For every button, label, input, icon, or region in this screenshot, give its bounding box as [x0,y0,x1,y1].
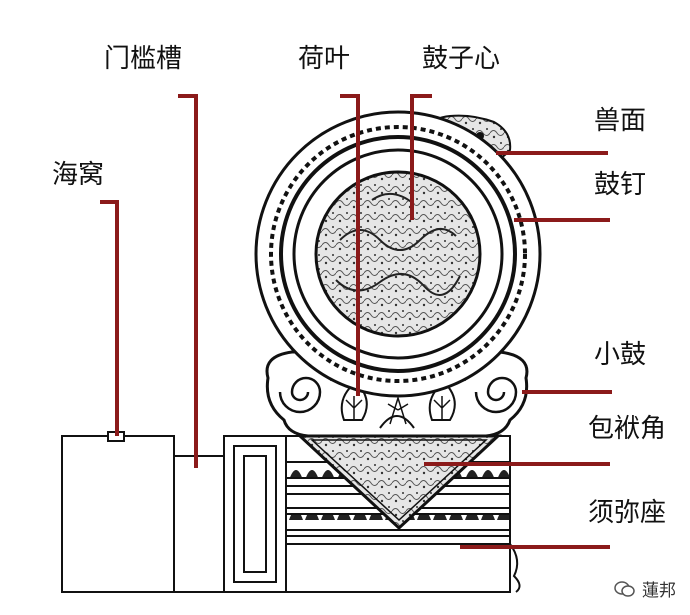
watermark-text: 蓮邦 [642,581,676,601]
label-xiaogu: 小鼓 [594,340,647,370]
label-baofujiao: 包袱角 [588,414,667,444]
wechat-icon [614,580,635,597]
leader-guzixin [410,94,432,220]
guzixin-center [314,170,482,338]
label-heye: 荷叶 [298,44,351,74]
label-menkancao: 门槛槽 [104,44,183,74]
leader-haiwo [100,200,119,436]
watermark: 蓮邦 [614,576,676,601]
label-xumizuo: 须弥座 [588,498,667,528]
haiwo-block [61,431,175,593]
label-guding: 鼓钉 [594,170,647,200]
label-haiwo: 海窝 [52,160,105,190]
side-frame [223,435,287,593]
leader-heye [340,94,360,396]
main-drum [254,110,542,398]
leader-menkancao [178,94,198,468]
label-guzixin: 鼓子心 [422,44,501,74]
leader-lines [100,94,612,549]
label-shoumian: 兽面 [594,106,647,136]
menkancao-slot [173,455,225,593]
